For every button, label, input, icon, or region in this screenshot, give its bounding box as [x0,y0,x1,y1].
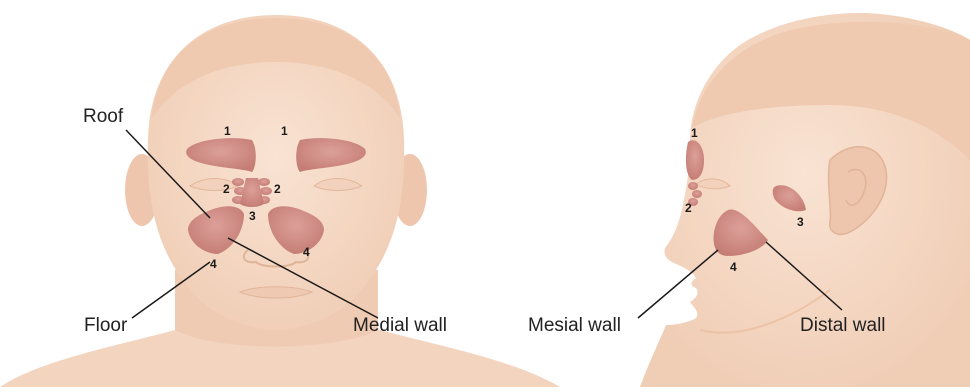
number-frontal-left: 1 [224,124,231,138]
number-ethmoid-left: 2 [223,182,230,196]
number-frontal-right: 1 [281,124,288,138]
label-medial-wall: Medial wall [353,315,447,337]
number-sphenoid: 3 [249,209,256,223]
number-maxillary-left: 4 [210,257,217,271]
number-maxillary-right: 4 [303,245,310,259]
number-ethmoid-right: 2 [274,182,281,196]
side-number-frontal: 1 [691,126,698,140]
label-mesial-wall: Mesial wall [528,315,621,337]
side-number-ethmoid: 2 [685,201,692,215]
side-number-maxillary: 4 [730,260,737,274]
label-distal-wall: Distal wall [800,315,886,337]
label-floor: Floor [84,315,127,337]
label-roof: Roof [83,106,123,128]
side-number-sphenoid: 3 [797,215,804,229]
